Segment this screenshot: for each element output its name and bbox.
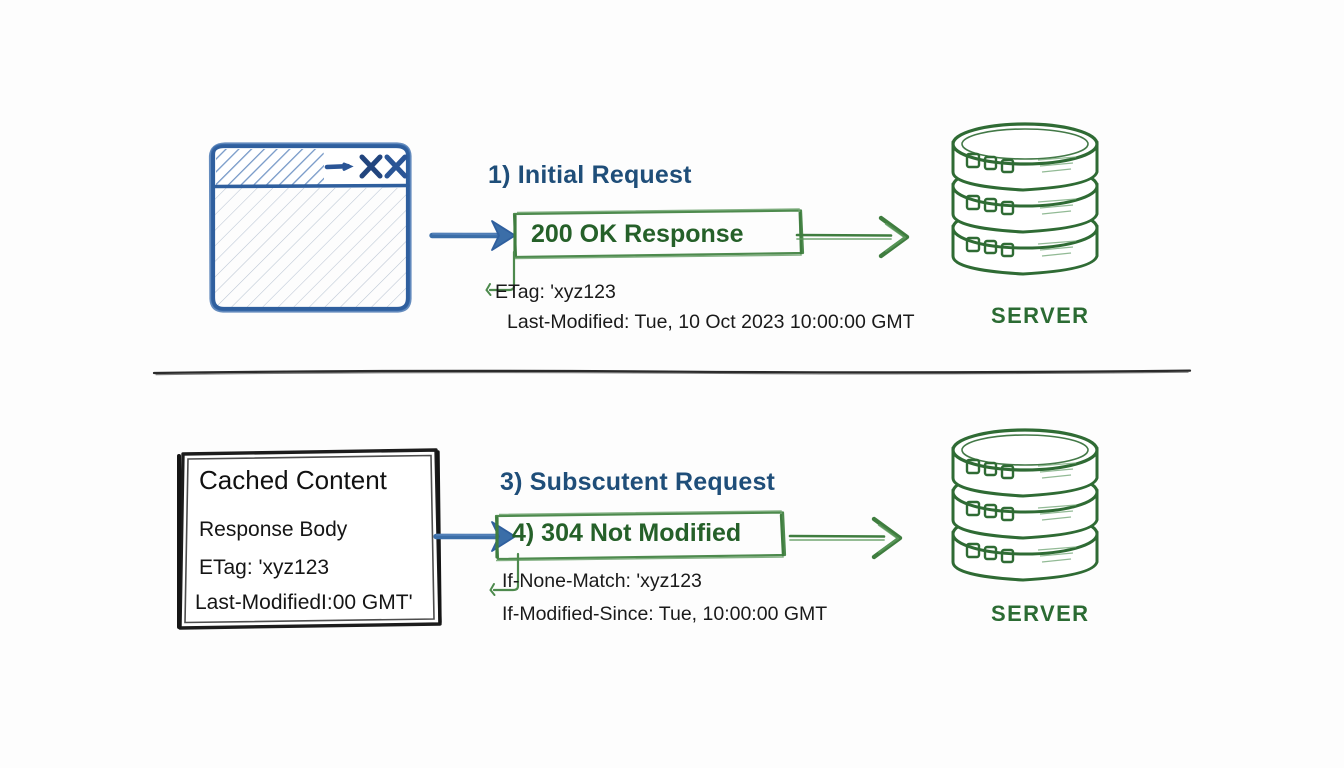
- server-label-bottom: SERVER: [991, 601, 1090, 626]
- elbow-connector-icon: [482, 552, 532, 600]
- response-box-200: [505, 203, 810, 265]
- response-label-304: 4) 304 Not Modified: [512, 519, 742, 547]
- cached-content-line-etag: ETag: 'xyz123: [199, 556, 330, 579]
- response-header-last-modified: Last-Modified: Tue, 10 Oct 2023 10:00:00…: [507, 311, 915, 333]
- cached-content-line-last-modified: Last-ModifiedI:00 GMT': [195, 591, 413, 614]
- arrow-right-icon: [795, 212, 917, 260]
- cached-content-title: Cached Content: [199, 465, 387, 495]
- minimize-icon: [324, 162, 354, 171]
- elbow-connector-icon: [478, 250, 528, 298]
- cached-content-box: [170, 444, 448, 634]
- arrow-right-icon: [429, 212, 522, 260]
- close-icon: [359, 154, 383, 179]
- server-stack-icon: [945, 118, 1135, 303]
- close-icon: [384, 154, 408, 179]
- cached-content-line-body: Response Body: [199, 518, 348, 541]
- response-box-304: [487, 506, 792, 568]
- step-title-subsequent-request: 3) Subscutent Request: [500, 468, 776, 496]
- request-header-if-modified-since: If-Modified-Since: Tue, 10:00:00 GMT: [502, 603, 828, 625]
- horizontal-divider: [150, 362, 1194, 382]
- request-header-if-none-match: If-None-Match: 'xyz123: [502, 570, 702, 592]
- step-title-initial-request: 1) Initial Request: [488, 161, 692, 189]
- response-label-200: 200 OK Response: [531, 220, 744, 248]
- server-label-top: SERVER: [991, 303, 1090, 328]
- browser-window-icon: [196, 140, 424, 320]
- server-stack-icon: [945, 424, 1135, 609]
- response-header-etag: ETag: 'xyz123: [495, 281, 616, 303]
- arrow-right-icon: [788, 513, 912, 561]
